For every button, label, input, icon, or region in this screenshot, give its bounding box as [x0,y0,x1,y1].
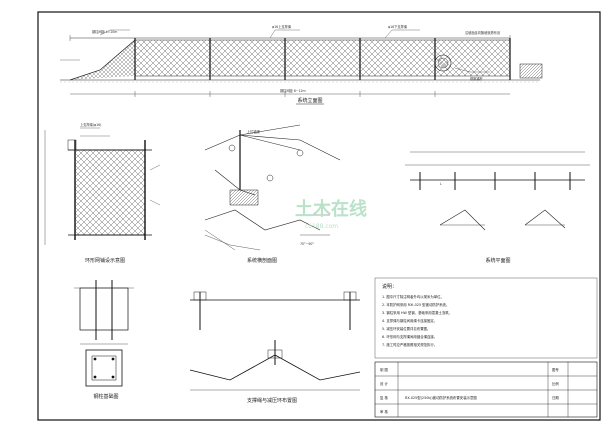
label-anchor: 基座锚杆 [470,76,484,81]
note-1: 1. 图中尺寸除注明者外均以毫米为单位。 [382,294,444,299]
elevation-panel [60,29,543,105]
note-7: 7. 施工时应严格按照相关规范执行。 [382,342,437,347]
label-span: 钢柱间距 8~12m [280,88,306,93]
notes-box [374,277,598,359]
tb-date: 日期 [552,395,559,400]
tb-title: RX-025型(250kJ)被动防护系统布置安装示意图 [405,395,477,400]
tb-scale: 比例 [552,381,559,386]
note-4: 4. 支撑绳与钢柱间用绳卡连接固定。 [382,318,437,323]
label-angle: 70°~90° [300,242,314,246]
tb-design: 设 计 [380,381,388,386]
label-support: 上拉锚绳 [247,129,261,134]
note-2: 2. 本防护网采用 RXI-025 型被动防护系统。 [382,302,449,307]
caption-system-section: 系统横剖面图 [247,257,277,264]
caption-elevation: 系统立面图 [297,97,322,104]
caption-strut: 支撑绳与减压环布置图 [247,397,297,404]
label-top-cable: φ16上支撑绳 [272,24,292,29]
caption-mesh-install: 环形网铺设示意图 [85,257,125,264]
plan-panel [405,151,590,231]
note-5: 5. 减压环安装位置详见布置图。 [382,326,430,331]
post-foundation-panel [74,280,134,387]
label-right-note: 沿坡面走向随坡就势布设 [465,30,501,35]
note-3: 3. 钢柱采用 HW 型钢，基础采用混凝土浇筑。 [382,310,452,315]
mesh-install-panel [44,127,161,245]
tb-sheet: 图号 [552,367,559,372]
label-slope: 钢柱间距 L=10m [92,29,117,34]
caption-plan: 系统平面图 [485,257,510,264]
label-top-rope: 上支撑绳(φ16) [80,122,101,127]
label-plan-span: L [440,182,442,186]
strut-panel [189,291,361,391]
tb-check: 复 核 [380,395,388,400]
watermark-url: co188.com [305,223,338,230]
note-6: 6. 环形网与支撑绳间用缝合绳连接。 [382,334,437,339]
tb-approve: 审 核 [380,409,388,414]
title-block [374,361,598,418]
notes-heading: 说明： [382,283,397,290]
watermark-text: 土木在线 [295,198,367,220]
caption-foundation: 钢柱基础图 [93,393,118,400]
tb-draw: 制 图 [380,367,388,372]
sheet-border [37,11,601,421]
system-section-panel [204,124,341,251]
label-bottom-cable: φ16下支撑绳 [388,24,408,29]
